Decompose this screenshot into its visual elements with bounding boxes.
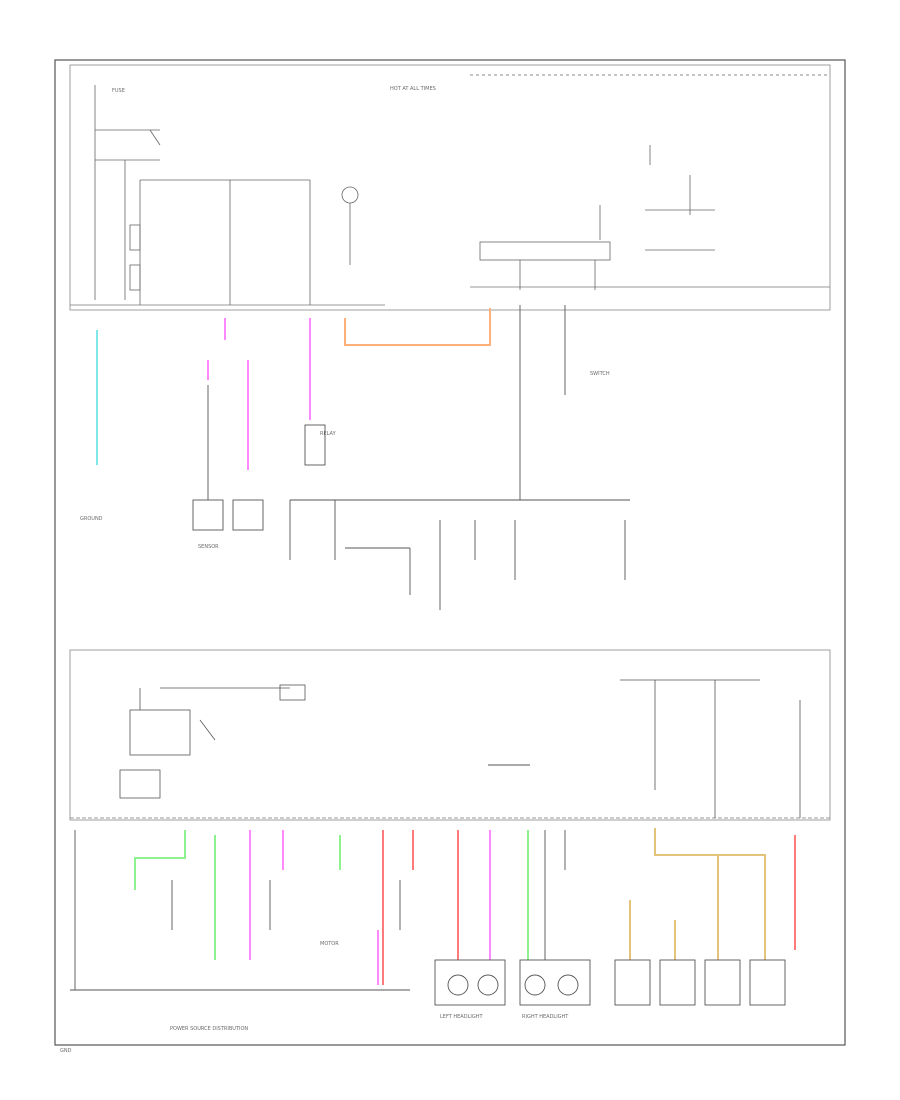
label-right-headlight: RIGHT HEADLIGHT xyxy=(522,1014,569,1020)
wire-yellow-1 xyxy=(654,828,766,960)
label-relay: RELAY xyxy=(320,431,337,437)
upper-center-component xyxy=(341,74,830,290)
lower-section-wires xyxy=(70,764,566,991)
label-left-headlight: LEFT HEADLIGHT xyxy=(440,1014,483,1020)
label-fuse-top: FUSE xyxy=(112,88,125,94)
label-ground: GROUND xyxy=(80,516,103,522)
middle-fuse-box xyxy=(69,649,831,821)
right-headlight-housing xyxy=(519,959,591,1006)
left-headlight-housing xyxy=(434,959,506,1006)
label-bottom-left: GND xyxy=(60,1048,72,1054)
wire-orange xyxy=(344,308,491,346)
label-switch: SWITCH xyxy=(590,371,610,377)
upper-fuse-box xyxy=(69,64,831,311)
top-section-wires xyxy=(192,305,630,610)
wire-green-1 xyxy=(134,830,186,890)
diagram-frame xyxy=(54,59,846,1046)
top-left-relay-block xyxy=(94,85,311,305)
label-motor: MOTOR xyxy=(320,941,339,947)
label-sensor: SENSOR xyxy=(198,544,219,550)
label-hot: HOT AT ALL TIMES xyxy=(390,86,436,92)
label-distribution: POWER SOURCE DISTRIBUTION xyxy=(170,1026,248,1032)
middle-relay-block xyxy=(119,679,801,818)
lower-right-modules xyxy=(614,959,786,1006)
